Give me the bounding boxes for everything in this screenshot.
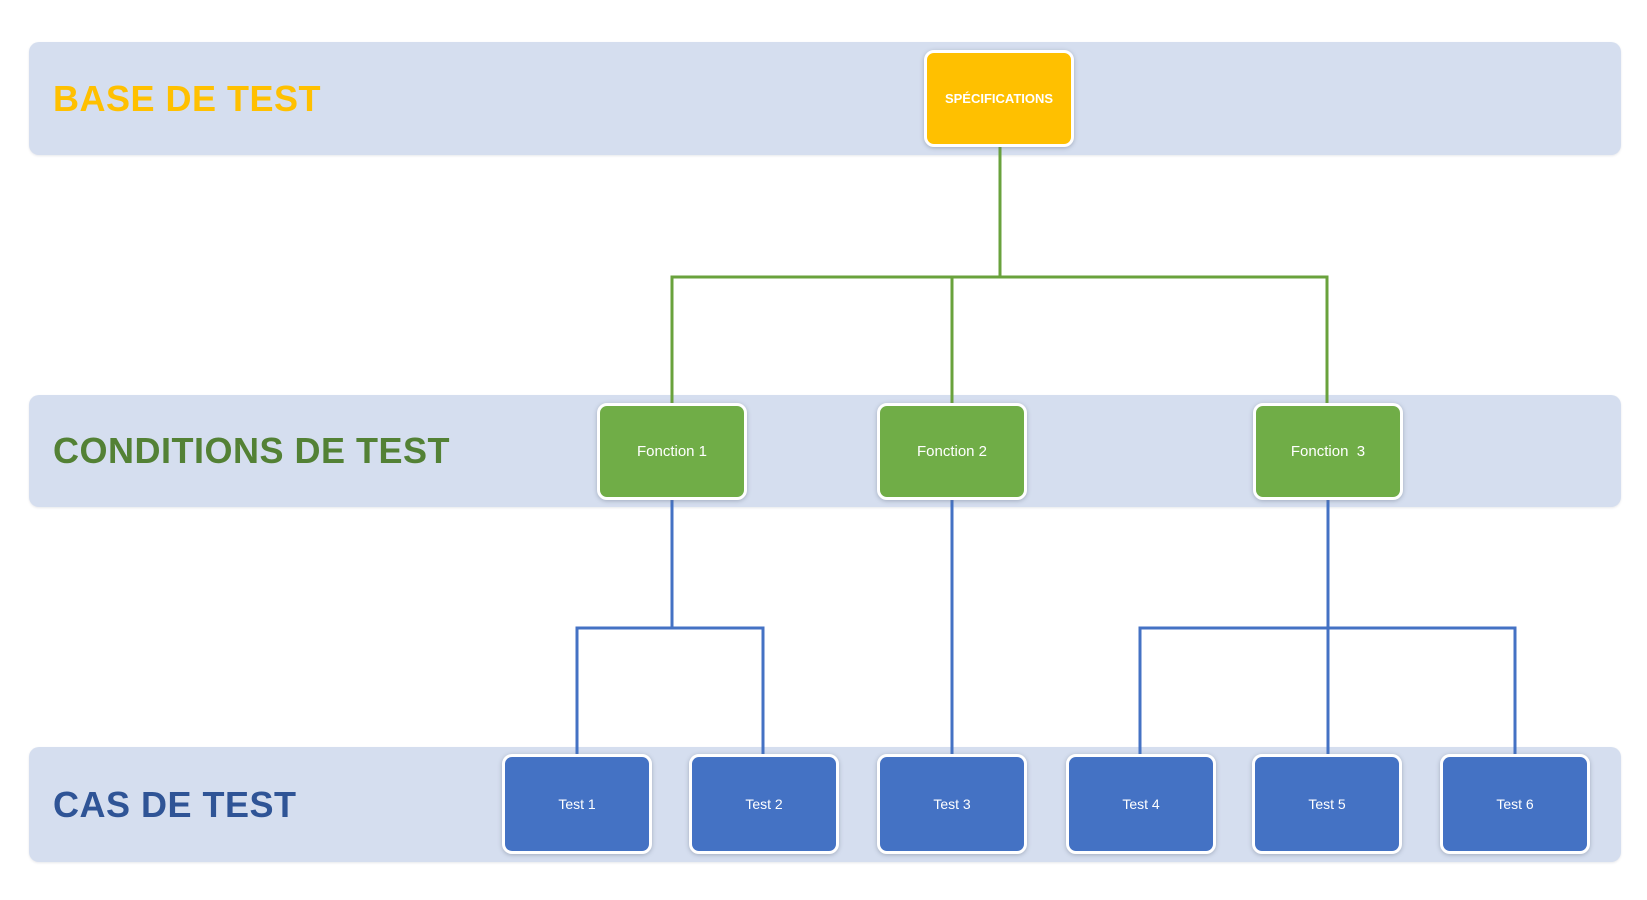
node-test-3-label: Test 3 (933, 796, 971, 812)
node-test-6: Test 6 (1440, 754, 1590, 854)
node-fonction-2-label: Fonction 2 (916, 443, 988, 460)
connector-spec-to-fonctions (670, 145, 1329, 405)
node-fonction-3-label: Fonction 3 (1290, 443, 1366, 460)
node-fonction-1-label: Fonction 1 (636, 443, 708, 460)
band-base-de-test: BASE DE TEST (29, 42, 1621, 155)
connector-fonction3-to-tests (1138, 498, 1517, 757)
node-specifications-label: SPÉCIFICATIONS (944, 91, 1054, 106)
connector-fonction1-to-tests (575, 498, 765, 757)
node-test-2-label: Test 2 (745, 796, 783, 812)
node-fonction-3: Fonction 3 (1253, 403, 1403, 500)
node-test-5: Test 5 (1252, 754, 1402, 854)
node-test-5-label: Test 5 (1308, 796, 1346, 812)
node-fonction-2: Fonction 2 (877, 403, 1027, 500)
node-test-4: Test 4 (1066, 754, 1216, 854)
node-fonction-1: Fonction 1 (597, 403, 747, 500)
band-label-base-de-test: BASE DE TEST (53, 77, 322, 119)
node-specifications: SPÉCIFICATIONS (924, 50, 1074, 147)
band-label-conditions-de-test: CONDITIONS DE TEST (53, 430, 451, 471)
node-test-1-label: Test 1 (558, 796, 596, 812)
node-test-3: Test 3 (877, 754, 1027, 854)
node-test-4-label: Test 4 (1122, 796, 1160, 812)
band-label-cas-de-test: CAS DE TEST (53, 783, 297, 825)
node-test-2: Test 2 (689, 754, 839, 854)
node-test-1: Test 1 (502, 754, 652, 854)
node-test-6-label: Test 6 (1496, 796, 1534, 812)
